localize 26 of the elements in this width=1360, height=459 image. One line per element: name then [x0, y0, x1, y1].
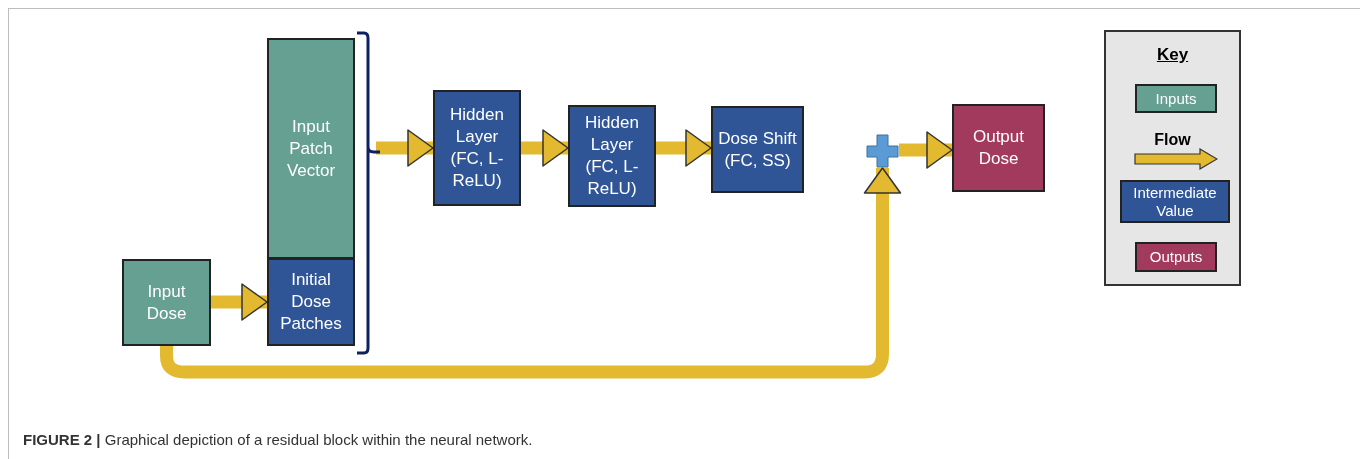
flow-arrow: [160, 167, 902, 379]
output-box: [952, 104, 1045, 192]
legend-title: Key: [1155, 44, 1190, 66]
flow-arrow: [656, 129, 712, 167]
node-label: Hidden Layer (FC, L-ReLU): [449, 104, 505, 192]
node-label: Input Dose: [145, 280, 188, 325]
legend-swatch: Outputs: [1135, 242, 1217, 272]
intermediate-box: [711, 106, 804, 193]
flow-arrow: [376, 129, 434, 167]
node-label: Initial Dose Patches: [279, 269, 343, 335]
flow-arrow: [211, 283, 268, 321]
figure-caption: FIGURE 2 | Graphical depiction of a residual block within the neural network.: [23, 430, 533, 450]
flow-arrow: [899, 131, 953, 169]
node-label: Hidden Layer (FC, L-ReLU): [584, 112, 640, 200]
node-label: Input Patch Vector: [285, 115, 337, 182]
input-box: [122, 259, 211, 346]
node-label: Dose Shift (FC, SS): [717, 127, 798, 172]
intermediate-box: [568, 105, 656, 207]
input-box: [267, 38, 355, 259]
flow-arrow: [521, 129, 569, 167]
legend-swatch: Intermediate Value: [1120, 180, 1230, 223]
legend-label: Flow: [1153, 130, 1192, 150]
node-label: Output Dose: [971, 126, 1025, 170]
intermediate-box: [433, 90, 521, 206]
intermediate-box: [267, 258, 355, 346]
legend-swatch: Inputs: [1135, 84, 1217, 113]
